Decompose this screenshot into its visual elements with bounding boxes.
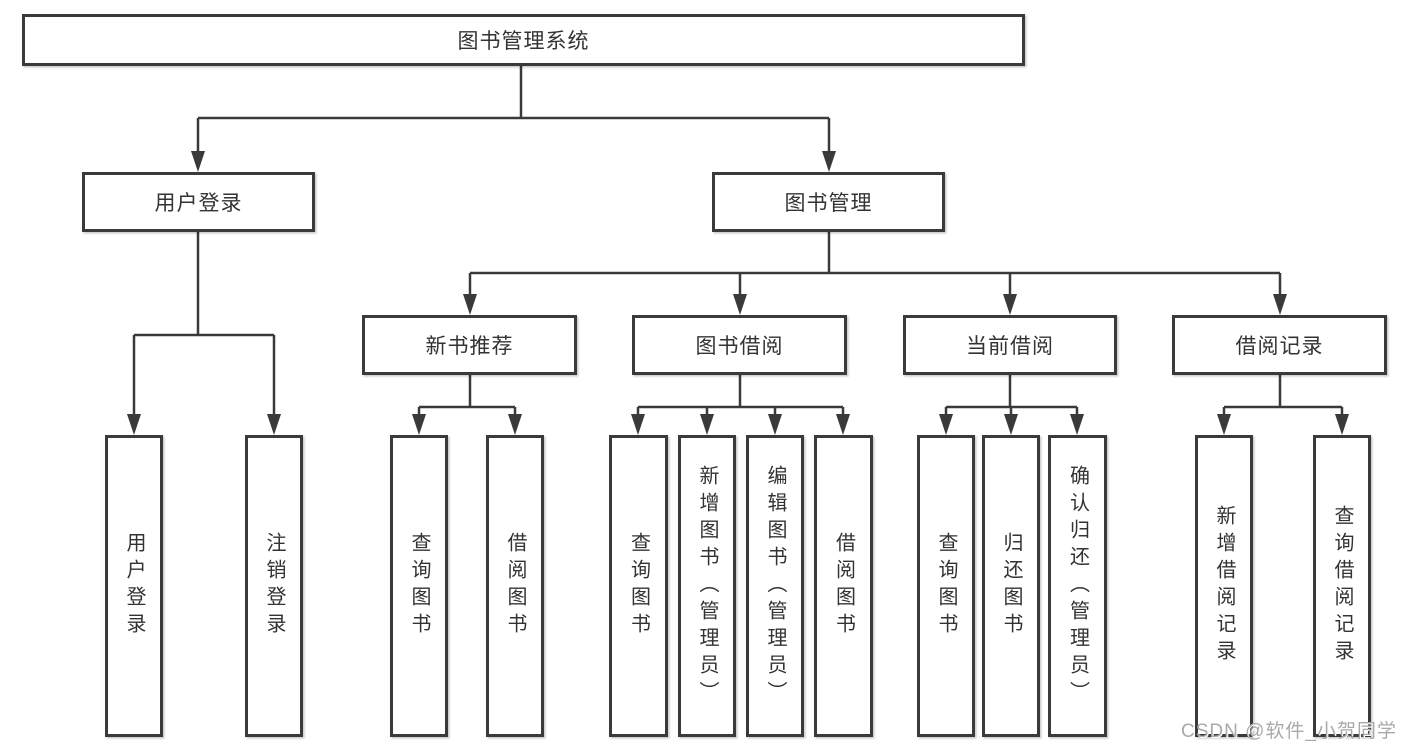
- leaf-edit-book-admin: 编辑图书（管理员）: [746, 435, 804, 737]
- node-library-management-system: 图书管理系统: [22, 14, 1025, 66]
- leaf-label: 借阅图书: [504, 532, 526, 640]
- leaf-add-borrow-record: 新增借阅记录: [1195, 435, 1253, 737]
- leaf-label: 查询图书: [408, 532, 430, 640]
- leaf-logout: 注销登录: [245, 435, 303, 737]
- leaf-label: 查询借阅记录: [1331, 505, 1353, 667]
- leaf-label: 新增借阅记录: [1213, 505, 1235, 667]
- node-current-borrowing: 当前借阅: [903, 315, 1117, 375]
- leaf-label: 借阅图书: [832, 532, 855, 640]
- node-new-book-recommend: 新书推荐: [362, 315, 577, 375]
- leaf-label: 用户登录: [123, 532, 145, 640]
- csdn-watermark: CSDN @软件_小贺同学: [1181, 721, 1397, 742]
- leaf-user-login: 用户登录: [105, 435, 163, 737]
- leaf-query-books-1: 查询图书: [390, 435, 448, 737]
- leaf-query-borrow-record: 查询借阅记录: [1313, 435, 1371, 737]
- leaf-label: 查询图书: [935, 532, 957, 640]
- leaf-label: 查询图书: [627, 532, 650, 640]
- leaf-add-book-admin: 新增图书（管理员）: [678, 435, 736, 737]
- node-book-borrowing: 图书借阅: [632, 315, 847, 375]
- leaf-borrow-books-1: 借阅图书: [486, 435, 544, 737]
- leaf-return-book: 归还图书: [982, 435, 1040, 737]
- leaf-label: 注销登录: [263, 532, 285, 640]
- leaf-query-books-3: 查询图书: [917, 435, 975, 737]
- leaf-label: 编辑图书（管理员）: [764, 464, 786, 708]
- node-borrow-records: 借阅记录: [1172, 315, 1387, 375]
- node-book-management: 图书管理: [712, 172, 945, 232]
- leaf-label: 归还图书: [1000, 532, 1022, 640]
- node-user-login: 用户登录: [82, 172, 315, 232]
- leaf-borrow-books-2: 借阅图书: [814, 435, 873, 737]
- leaf-query-books-2: 查询图书: [609, 435, 668, 737]
- leaf-label: 新增图书（管理员）: [696, 464, 718, 708]
- leaf-label: 确认归还（管理员）: [1066, 464, 1089, 708]
- leaf-confirm-return-admin: 确认归还（管理员）: [1048, 435, 1107, 737]
